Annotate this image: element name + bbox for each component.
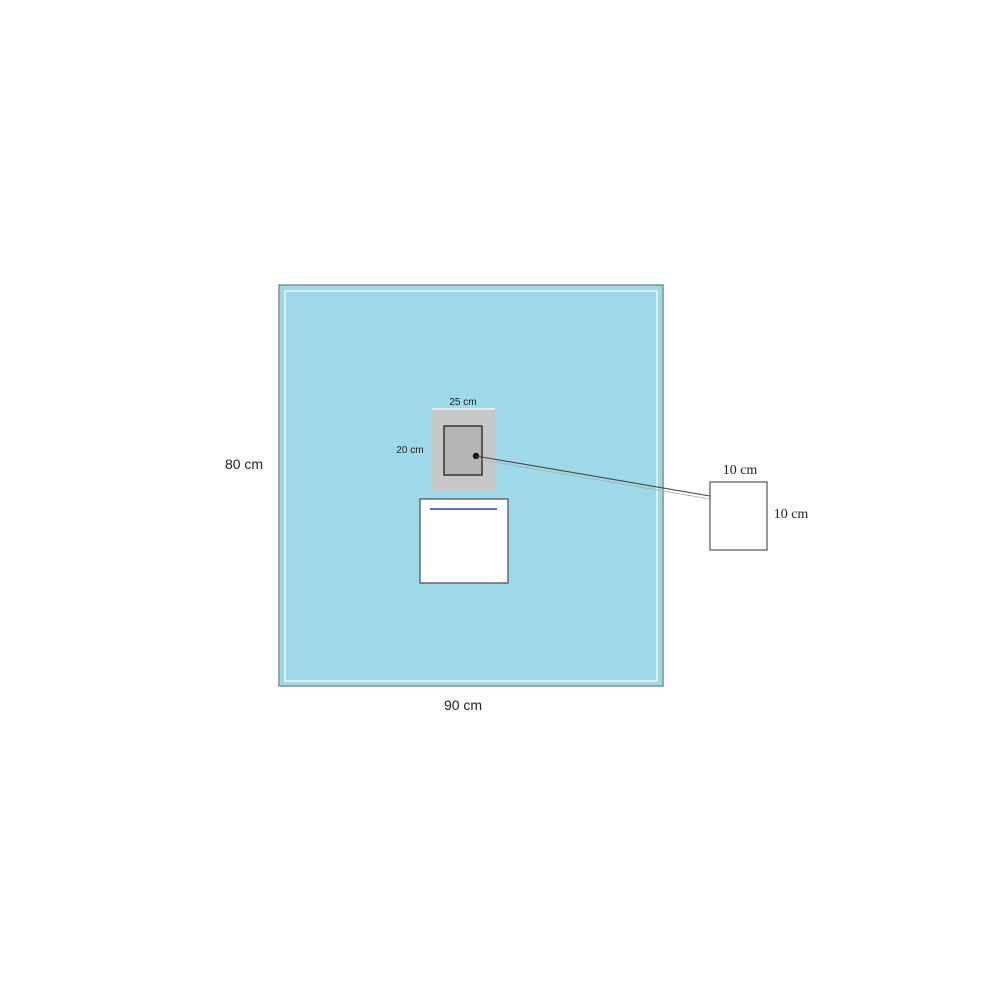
fenestration-width-label: 25 cm <box>449 397 476 408</box>
instrument-pocket <box>419 498 509 584</box>
patch-height-label: 10 cm <box>774 507 809 522</box>
leader-line-double <box>475 458 711 500</box>
drape-height-label: 80 cm <box>225 456 263 472</box>
fenestration <box>432 408 495 492</box>
patch-width-label: 10 cm <box>723 463 758 478</box>
separate-patch <box>709 481 768 551</box>
fenestration-height-label: 20 cm <box>396 445 423 456</box>
leader-line <box>475 455 711 497</box>
drape-width-label: 90 cm <box>444 697 482 713</box>
drape-inner-edge-line <box>284 291 658 682</box>
fenestration-opening <box>443 425 483 476</box>
pocket-body <box>419 498 509 584</box>
